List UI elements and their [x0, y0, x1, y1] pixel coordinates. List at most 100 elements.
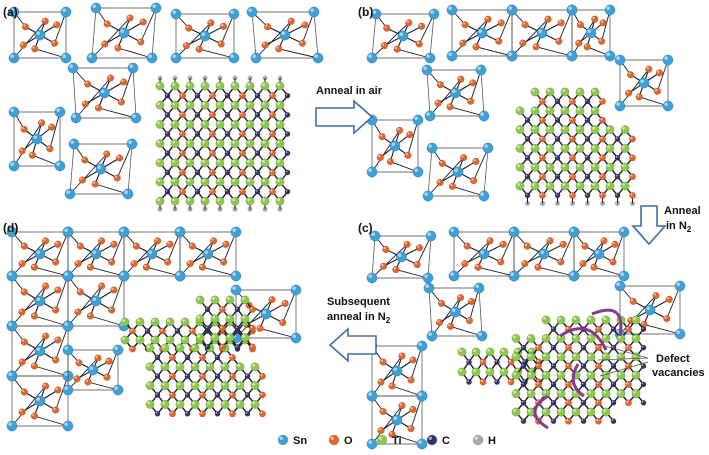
tin-atom — [62, 226, 74, 238]
titanium-atom-highlight — [217, 121, 220, 125]
tin-atom — [126, 138, 138, 150]
carbon-atom-highlight — [255, 189, 258, 192]
oxygen-atom-highlight — [626, 363, 629, 366]
bond — [11, 285, 46, 327]
titanium-atom-highlight — [562, 107, 566, 111]
carbon-atom — [284, 169, 291, 176]
oxygen-atom — [583, 43, 591, 51]
bond — [13, 20, 46, 59]
bond — [619, 68, 650, 107]
oxygen-atom-highlight — [230, 411, 233, 414]
titanium-atom — [200, 100, 210, 110]
titanium-atom-highlight — [247, 121, 250, 125]
oxygen-atom-highlight — [437, 180, 441, 183]
carbon-atom — [520, 399, 527, 406]
tin-atom-highlight — [281, 31, 285, 35]
carbon-atom — [234, 306, 241, 313]
tin-atom — [568, 270, 580, 282]
oxygen-atom — [466, 97, 475, 105]
oxygen-atom — [463, 242, 471, 250]
oxygen-atom-highlight — [210, 93, 213, 96]
oxygen-atom — [54, 386, 62, 394]
titanium-atom-highlight — [247, 140, 250, 144]
bond — [34, 415, 69, 427]
tin-atom — [174, 270, 186, 282]
oxygen-atom — [609, 258, 617, 266]
tin-atom — [618, 226, 630, 238]
bond — [410, 345, 423, 381]
titanium-atom — [275, 139, 285, 149]
oxygen-atom — [189, 327, 196, 335]
oxygen-atom-highlight — [389, 432, 392, 435]
titanium-atom-highlight — [487, 369, 490, 372]
titanium-atom-highlight — [202, 159, 205, 163]
bond — [90, 266, 125, 277]
titanium-atom — [541, 370, 551, 380]
oxygen-atom-highlight — [533, 44, 536, 47]
oxygen-atom — [46, 145, 54, 153]
carbon-atom — [494, 359, 500, 365]
tin-atom-highlight — [8, 422, 12, 426]
titanium-atom — [165, 335, 175, 345]
oxygen-atom — [169, 410, 176, 418]
carbon-atom-highlight — [255, 93, 258, 96]
oxygen-atom — [188, 242, 196, 250]
tin-atom-highlight — [606, 6, 610, 10]
tin-atom-highlight — [368, 274, 372, 278]
defect-label-line2: vacancies — [652, 367, 705, 379]
titanium-atom-highlight — [592, 164, 596, 168]
titanium-atom — [250, 399, 260, 409]
oxygen-atom-highlight — [600, 136, 603, 140]
tin-atom-highlight — [148, 54, 152, 58]
titanium-atom — [485, 367, 495, 377]
tin-atom-highlight — [676, 330, 680, 334]
oxygen-atom — [599, 154, 606, 162]
carbon-atom-highlight — [611, 382, 614, 385]
bond — [371, 405, 403, 445]
oxygen-atom — [625, 399, 632, 407]
bond — [453, 240, 491, 277]
oxygen-atom-highlight — [475, 264, 478, 268]
titanium-atom-highlight — [242, 297, 245, 300]
oxygen-atom — [301, 21, 309, 29]
carbon-atom-highlight — [551, 364, 554, 366]
oxygen-atom-highlight — [180, 189, 183, 192]
oxygen-atom-highlight — [111, 241, 114, 245]
bond — [278, 48, 319, 59]
carbon-atom-highlight — [525, 118, 528, 121]
titanium-atom-highlight — [187, 83, 190, 86]
carbon-atom — [154, 392, 161, 398]
tin-atom — [424, 110, 436, 122]
oxygen-atom — [239, 188, 246, 196]
titanium-atom — [571, 315, 581, 325]
tin-atom — [34, 395, 46, 407]
oxygen-atom-highlight — [628, 318, 631, 321]
carbon-atom — [524, 117, 531, 124]
oxygen-atom — [182, 42, 191, 50]
titanium-atom-highlight — [517, 183, 521, 186]
titanium-atom — [190, 343, 200, 353]
carbon-atom — [580, 363, 587, 369]
oxygen-atom — [546, 237, 554, 245]
carbon-atom — [520, 363, 527, 369]
oxygen-atom-highlight — [220, 344, 223, 347]
carbon-atom-highlight — [225, 132, 228, 134]
carbon-atom — [204, 344, 211, 350]
hydrogen-atom-highlight — [263, 76, 266, 79]
carbon-atom-highlight — [525, 193, 528, 196]
bond — [301, 11, 315, 44]
tin-atom — [423, 282, 435, 294]
carbon-atom-highlight — [495, 380, 497, 382]
bond — [573, 240, 605, 277]
oxygen-atom — [457, 75, 465, 83]
bond — [666, 285, 681, 319]
carbon-atom-highlight — [551, 327, 554, 330]
bond — [560, 231, 575, 263]
titanium-atom-highlight — [172, 179, 175, 182]
titanium-atom — [499, 367, 509, 377]
carbon-atom — [154, 410, 161, 417]
oxygen-atom-highlight — [536, 345, 539, 348]
titanium-atom-highlight — [558, 372, 562, 376]
titanium-atom — [190, 381, 200, 391]
tin-atom — [416, 390, 428, 402]
